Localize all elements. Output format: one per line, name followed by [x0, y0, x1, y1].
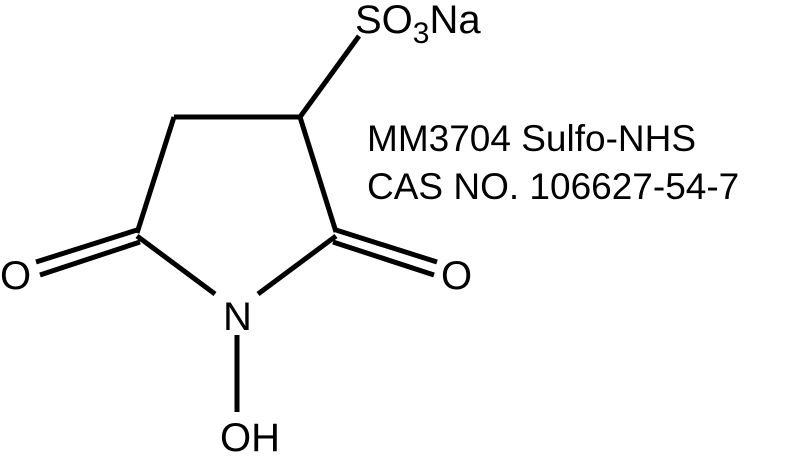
oxygen-left-label: O	[0, 254, 32, 298]
bond-c2-o-double-b	[39, 239, 141, 278]
bond-c2-n	[135, 233, 217, 297]
sulfonate-tail: Na	[429, 0, 481, 42]
sulfonate-label: SO3Na	[355, 0, 481, 49]
bond-c3-c2	[134, 116, 177, 234]
bond-c-sulfonate	[297, 34, 362, 119]
oxygen-right-label: O	[441, 254, 473, 298]
bond-c5-o-double-b	[332, 239, 435, 278]
nitrogen-label: N	[223, 295, 252, 339]
hydroxyl-label: OH	[220, 416, 280, 460]
sulfonate-subscript: 3	[412, 17, 430, 50]
catalog-name: MM3704 Sulfo-NHS	[367, 118, 697, 159]
cas-number: CAS NO. 106627-54-7	[367, 166, 740, 207]
bond-c4-c5	[297, 116, 339, 233]
bond-c5-n	[256, 233, 338, 297]
sulfonate-main: SO	[355, 0, 413, 42]
bond-c5-o-double-a	[335, 227, 438, 265]
bond-c2-o-double-a	[35, 227, 138, 265]
